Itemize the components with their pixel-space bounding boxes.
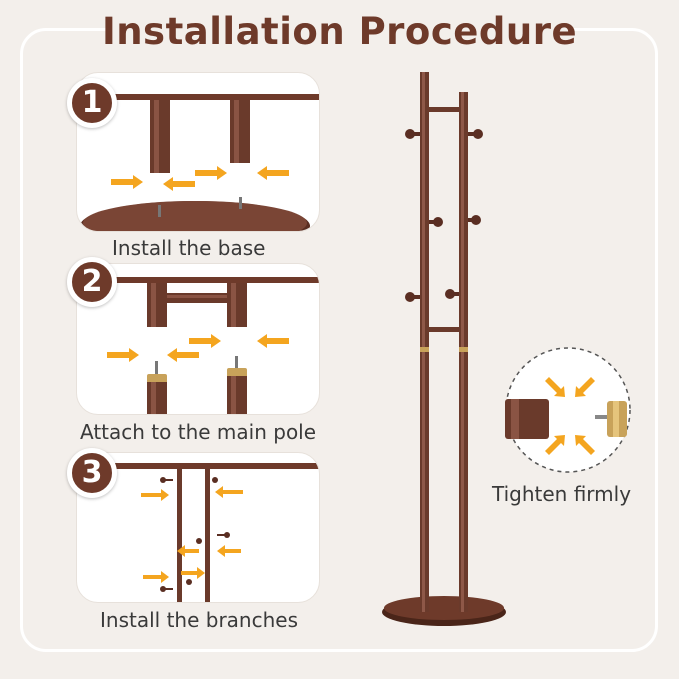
step-3-caption: Install the branches	[100, 608, 298, 632]
coat-rack-image	[382, 72, 506, 626]
title-backdrop	[110, 10, 570, 54]
step-2-illustration	[76, 263, 320, 415]
tighten-detail-illustration	[505, 347, 631, 473]
step-1-caption: Install the base	[112, 236, 266, 260]
step-3-drawing	[97, 463, 319, 602]
step-3-illustration	[76, 452, 320, 603]
step-2-caption: Attach to the main pole	[80, 420, 317, 444]
tighten-caption: Tighten firmly	[492, 482, 632, 506]
step-2-drawing	[97, 277, 319, 414]
step-3-badge: 3	[67, 448, 117, 498]
step-1-badge: 1	[67, 78, 117, 128]
step-1-drawing	[80, 94, 319, 231]
page-title: Installation Procedure	[101, 10, 578, 53]
step-2-badge: 2	[67, 257, 117, 307]
